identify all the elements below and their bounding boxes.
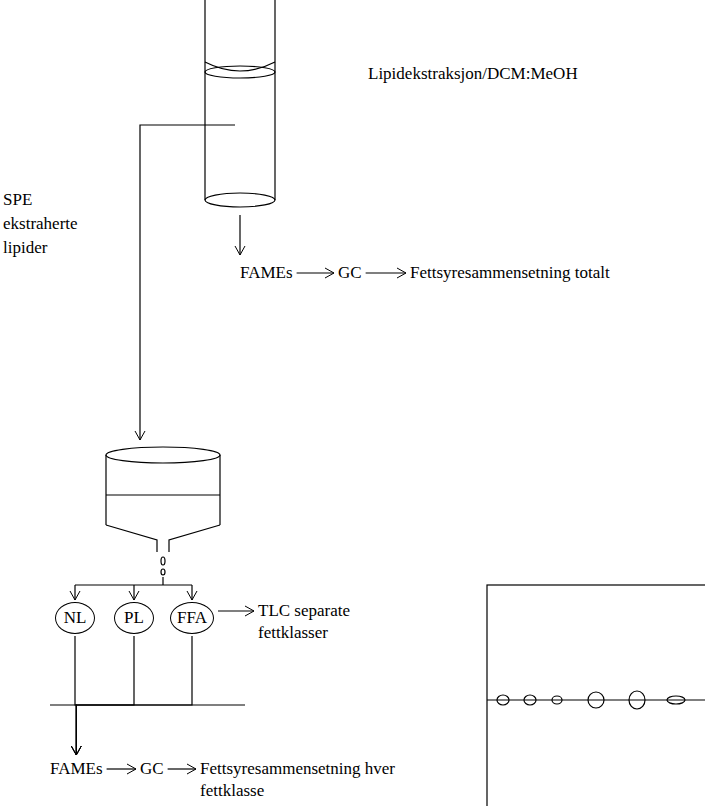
flow-arrow xyxy=(366,272,406,273)
process-step: GC xyxy=(140,758,164,780)
process-step: TLC separate fettklasser xyxy=(258,600,378,644)
node-text: Fettsyresammensetning totalt xyxy=(410,262,610,284)
tlc-plate xyxy=(487,585,705,806)
flow-arrow xyxy=(218,610,254,611)
node-text: FAMEs xyxy=(240,262,293,284)
flow-arrow xyxy=(76,636,192,755)
flow-arrow xyxy=(76,636,134,755)
flow-arrow xyxy=(107,768,136,769)
node-text: GC xyxy=(140,758,164,780)
flow-arrow xyxy=(297,272,334,273)
node-text: FFA xyxy=(177,607,207,629)
fraction-circle: PL xyxy=(114,602,154,634)
process-step: FAMEs xyxy=(50,758,103,780)
annotation-label: SPE ekstraherte lipider xyxy=(3,188,101,260)
node-text: FAMEs xyxy=(50,758,103,780)
process-step: Fettsyresammensetning totalt xyxy=(410,262,610,284)
node-text: NL xyxy=(64,607,87,629)
annotation-label: Lipidekstraksjon/DCM:MeOH xyxy=(368,62,578,86)
node-text: TLC separate fettklasser xyxy=(258,600,378,644)
extraction-tube xyxy=(205,0,275,207)
node-text: Fettsyresammensetning hver fettklasse xyxy=(200,758,400,802)
fraction-circle: NL xyxy=(55,602,95,634)
flow-arrow xyxy=(168,768,196,769)
flow-arrow xyxy=(239,215,240,255)
process-step: Fettsyresammensetning hver fettklasse xyxy=(200,758,400,802)
transfer-line xyxy=(140,125,235,440)
node-text: GC xyxy=(338,262,362,284)
fraction-circle: FFA xyxy=(170,602,214,634)
process-step: GC xyxy=(338,262,362,284)
process-step: FAMEs xyxy=(240,262,293,284)
branch-lines xyxy=(75,577,192,600)
spe-column xyxy=(106,447,220,575)
node-text: PL xyxy=(124,607,144,629)
